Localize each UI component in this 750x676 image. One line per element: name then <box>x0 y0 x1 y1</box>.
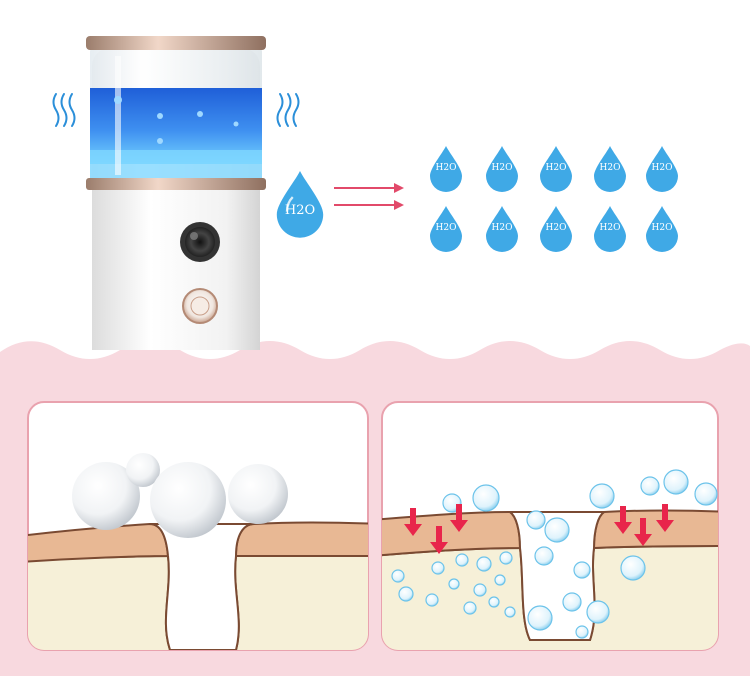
drop-label: H2O <box>546 223 567 233</box>
drop-label: H2O <box>436 223 457 233</box>
drop-label: H2O <box>652 163 673 173</box>
drop-label: H2O <box>285 203 315 218</box>
drop-label: H2O <box>652 223 673 233</box>
drop-grid: H2O H2O H2O H2O H2O H2O H2O H2O H2O H2O <box>430 146 678 252</box>
water-drop-icon <box>276 171 324 238</box>
drop-label: H2O <box>492 163 513 173</box>
vibration-wave-icon <box>52 93 300 127</box>
skin-panel-before <box>27 401 369 651</box>
down-arrow-icon <box>404 504 674 554</box>
mist-sprayer-icon <box>86 36 266 350</box>
skin-panel-after <box>381 401 719 651</box>
drop-label: H2O <box>492 223 513 233</box>
bubble-icon <box>72 453 288 538</box>
drop-label: H2O <box>600 223 621 233</box>
right-arrow-icon <box>334 183 404 210</box>
drop-label: H2O <box>600 163 621 173</box>
drop-label: H2O <box>546 163 567 173</box>
drop-label: H2O <box>436 163 457 173</box>
bubble-icon <box>391 469 718 639</box>
